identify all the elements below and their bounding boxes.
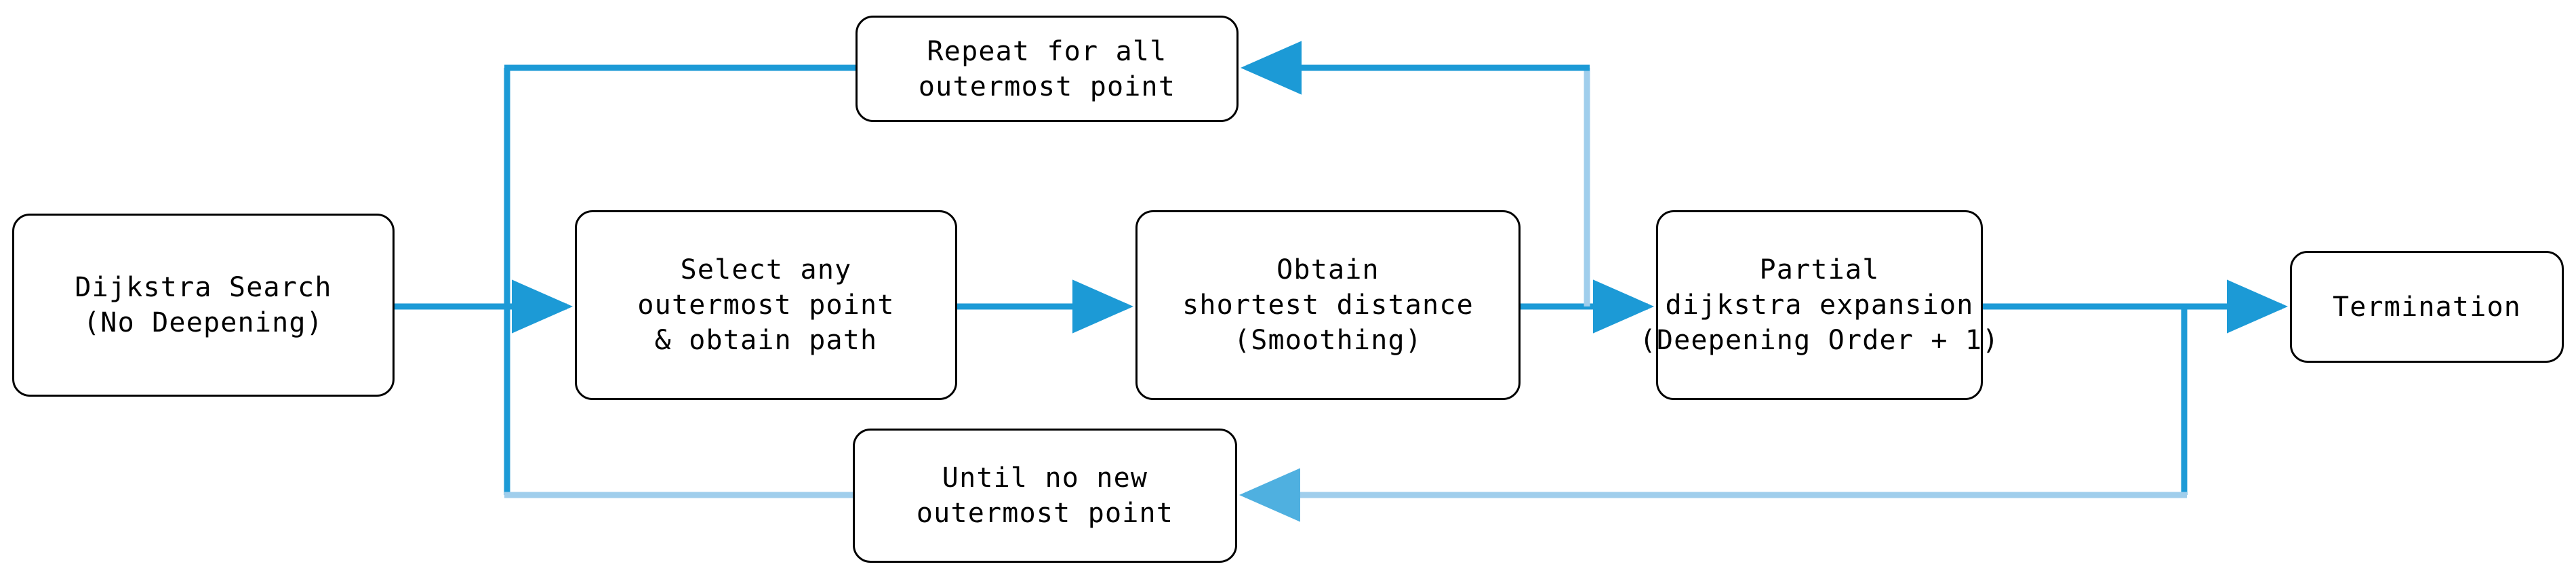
node-line: shortest distance bbox=[1182, 290, 1474, 321]
node-select-outermost-point[interactable]: Select any outermost point & obtain path bbox=[575, 210, 957, 400]
node-obtain-shortest-distance[interactable]: Obtain shortest distance (Smoothing) bbox=[1135, 210, 1521, 400]
node-line: Until no new bbox=[942, 462, 1148, 494]
node-termination[interactable]: Termination bbox=[2290, 251, 2564, 363]
node-line: & obtain path bbox=[654, 325, 878, 356]
node-partial-dijkstra-expansion[interactable]: Partial dijkstra expansion (Deepening Or… bbox=[1640, 210, 1998, 400]
node-line: (No Deepening) bbox=[83, 307, 323, 338]
node-line: outermost point bbox=[637, 290, 895, 321]
node-line: Repeat for all bbox=[927, 35, 1167, 67]
node-until-no-new-outermost-point[interactable]: Until no new outermost point bbox=[853, 429, 1237, 563]
node-line: outermost point bbox=[918, 71, 1176, 102]
node-line: Obtain bbox=[1276, 254, 1380, 285]
node-line: (Smoothing) bbox=[1233, 325, 1423, 356]
node-line: outermost point bbox=[916, 498, 1174, 529]
node-line: Partial bbox=[1759, 254, 1880, 285]
node-dijkstra-search[interactable]: Dijkstra Search (No Deepening) bbox=[12, 214, 395, 397]
node-repeat-for-all-outermost-point[interactable]: Repeat for all outermost point bbox=[856, 16, 1239, 122]
node-line: Termination bbox=[2332, 291, 2522, 323]
node-line: (Deepening Order + 1) bbox=[1639, 325, 2000, 356]
node-line: Dijkstra Search bbox=[75, 272, 332, 303]
node-line: dijkstra expansion bbox=[1665, 290, 1974, 321]
node-line: Select any bbox=[680, 254, 852, 285]
